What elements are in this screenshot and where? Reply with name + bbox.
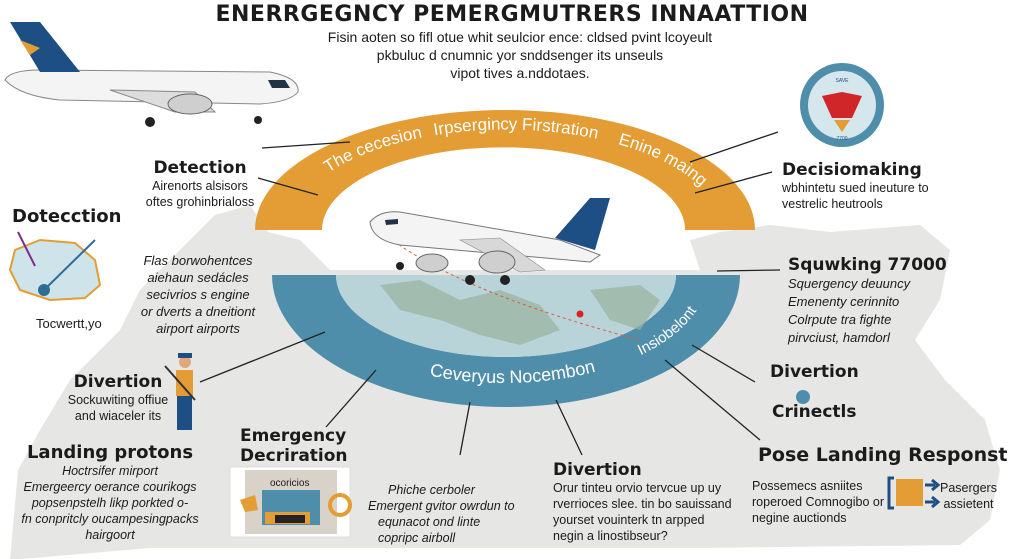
section-heading: Detection xyxy=(153,158,247,178)
subtitle-line: Fisin aoten so fifl otue whit seulcior e… xyxy=(327,29,713,45)
diversion-right-sub: Crinectls xyxy=(772,402,857,422)
center-left-text: Flas borwohentces aiehaun sedácles seciv… xyxy=(128,252,268,337)
section-text: Emergeercy oerance courikogs xyxy=(23,480,197,494)
squawk-section: Squwking 77000 Squergency deuuncy Emenen… xyxy=(788,255,947,347)
diversion-bottom-section: Divertion Orur tinteu orvio tervcue up u… xyxy=(553,460,732,544)
text-line: airport airports xyxy=(156,321,240,336)
text-line: assietent xyxy=(943,497,994,511)
badge-text: SAVE xyxy=(836,78,850,84)
detection-left-caption: Tocwertt,yo xyxy=(36,316,102,331)
section-heading: Decisiomaking xyxy=(782,160,922,180)
section-heading: Squwking 77000 xyxy=(788,255,947,275)
section-text: oftes grohinbrialoss xyxy=(145,195,255,209)
section-text: Airenorts alsisors xyxy=(152,179,248,193)
text-line: Emergent gvitor owrdun to xyxy=(368,499,515,513)
detection-left-heading: Dotecction xyxy=(12,206,122,227)
section-text: and wiaceler its xyxy=(74,409,162,423)
detection-top-section: Detection Airenorts alsisors oftes grohi… xyxy=(140,158,260,210)
section-heading: Decriration xyxy=(240,446,348,466)
page-subtitle: Fisin aoten so fifl otue whit seulcior e… xyxy=(250,28,790,82)
section-text: popsenpstelh likp porkted o- xyxy=(31,496,189,510)
decision-section: Decisiomaking wbhintetu sued ineuture to… xyxy=(782,160,929,212)
airplane-illustration xyxy=(4,22,299,127)
text-line: aiehaun sedácles xyxy=(147,270,249,285)
section-text: pirvciust, hamdorl xyxy=(788,330,890,345)
page-title: ENERRGEGNCY PEMERGMUTRERS INNAATTION xyxy=(215,2,809,27)
text-line: copripc airboll xyxy=(378,531,456,545)
center-bottom-text: Phiche cerboler Emergent gvitor owrdun t… xyxy=(368,482,515,546)
orange-arc-ring xyxy=(255,110,755,230)
subtitle-line: vipot tives a.nddotaes. xyxy=(450,65,590,81)
section-text: Sockuwiting offiue xyxy=(67,393,169,407)
text-line: Pasergers xyxy=(940,481,997,495)
post-landing-heading: Pose Landing Responst xyxy=(758,444,1008,466)
section-text: roperoed Comnogibo or xyxy=(752,495,885,509)
section-text: Squergency deuuncy xyxy=(788,276,911,291)
section-text: Possemecs asniites xyxy=(752,479,863,493)
central-airplane-icon xyxy=(369,198,610,285)
section-text: negine auctionds xyxy=(752,511,847,525)
section-text: negin a linostibseur? xyxy=(553,529,668,543)
section-text: Hoctrsifer mirport xyxy=(62,464,158,478)
radar-map-icon xyxy=(8,231,102,302)
section-text: yourset vouinterk tn arpped xyxy=(553,513,705,527)
declaration-panel xyxy=(229,466,352,538)
connector-lines xyxy=(199,131,781,456)
section-text: Colrpute tra fighte xyxy=(788,312,892,327)
section-text: vestrelic heutrools xyxy=(782,197,883,211)
section-text: Emenenty cerinnito xyxy=(788,294,900,309)
passenger-exit-icon xyxy=(887,476,941,510)
route-marker xyxy=(576,310,584,318)
declaration-panel-label: ocoricios xyxy=(270,478,310,489)
text-line: Phiche cerboler xyxy=(388,483,475,497)
section-heading: Divertion xyxy=(73,372,163,392)
section-text: rverrioces slee. tin bo sauissand xyxy=(553,497,732,511)
blue-arc-ring xyxy=(272,275,740,407)
ground-crew-icon xyxy=(164,353,196,430)
emergency-badge-icon: SAVE 7700 xyxy=(800,63,884,147)
section-heading: Emergency xyxy=(240,426,347,446)
subtitle-line: pkbuluc d cnumnic yor snddsenger its uns… xyxy=(376,47,664,63)
diversion-dot xyxy=(796,390,810,404)
section-text: hairgoort xyxy=(85,528,135,542)
section-heading: Divertion xyxy=(553,460,642,480)
landing-section: Landing protons Hoctrsifer mirport Emerg… xyxy=(10,442,210,543)
text-line: secivrios s engine xyxy=(146,287,250,302)
declaration-section: Emergency Decriration xyxy=(240,426,348,466)
passenger-assistance-label: Pasergers assietent xyxy=(940,480,997,512)
diversion-left-section: Divertion Sockuwiting offiue and wiacele… xyxy=(62,372,174,424)
section-text: Orur tinteu orvio tervcue up uy xyxy=(553,481,722,495)
section-text: wbhintetu sued ineuture to xyxy=(782,181,929,195)
text-line: Flas borwohentces xyxy=(143,253,253,268)
badge-code: 7700 xyxy=(836,136,847,142)
text-line: or dverts a dneitiont xyxy=(140,304,256,319)
text-line: equnacot ond linte xyxy=(378,515,481,529)
diversion-right-heading: Divertion xyxy=(770,362,859,382)
post-landing-text: Possemecs asniites roperoed Comnogibo or… xyxy=(752,478,884,526)
section-text: fn conpritcly oucampesingpacks xyxy=(21,512,199,526)
section-heading: Landing protons xyxy=(26,442,194,463)
map-land xyxy=(380,280,660,345)
